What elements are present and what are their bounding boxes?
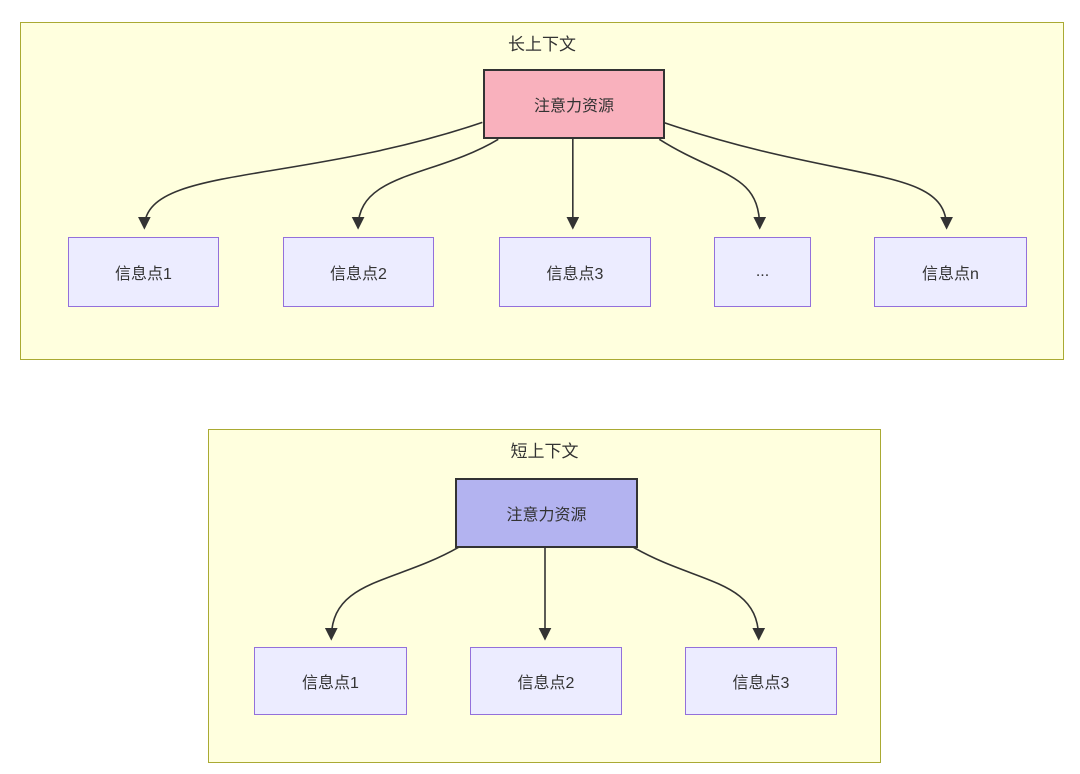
- edge-attention-to-info-n: [663, 121, 953, 230]
- attention-resource-node-long: 注意力资源: [483, 69, 665, 139]
- edge-attention-to-info3-short: [633, 546, 766, 641]
- edge-attention-to-info1: [138, 121, 483, 230]
- info-point-2-node-long: 信息点2: [283, 237, 434, 307]
- edge-attention-to-info1-short: [324, 546, 459, 641]
- info-point-1-node-long: 信息点1: [68, 237, 219, 307]
- long-context-group: 长上下文 注意力资源 信息点1 信息点2 信息点3 ... 信息点n: [20, 22, 1064, 360]
- attention-resource-node-short: 注意力资源: [455, 478, 638, 548]
- info-point-3-node-long: 信息点3: [499, 237, 651, 307]
- edge-attention-to-ellipsis: [658, 138, 767, 230]
- short-context-group: 短上下文 注意力资源 信息点1 信息点2 信息点3: [208, 429, 881, 763]
- edge-attention-to-info2: [351, 138, 499, 230]
- info-point-2-node-short: 信息点2: [470, 647, 622, 715]
- info-point-n-node-long: 信息点n: [874, 237, 1027, 307]
- info-point-1-node-short: 信息点1: [254, 647, 407, 715]
- ellipsis-node-long: ...: [714, 237, 811, 307]
- short-context-title: 短上下文: [510, 442, 579, 461]
- long-context-title: 长上下文: [508, 35, 576, 54]
- info-point-3-node-short: 信息点3: [685, 647, 837, 715]
